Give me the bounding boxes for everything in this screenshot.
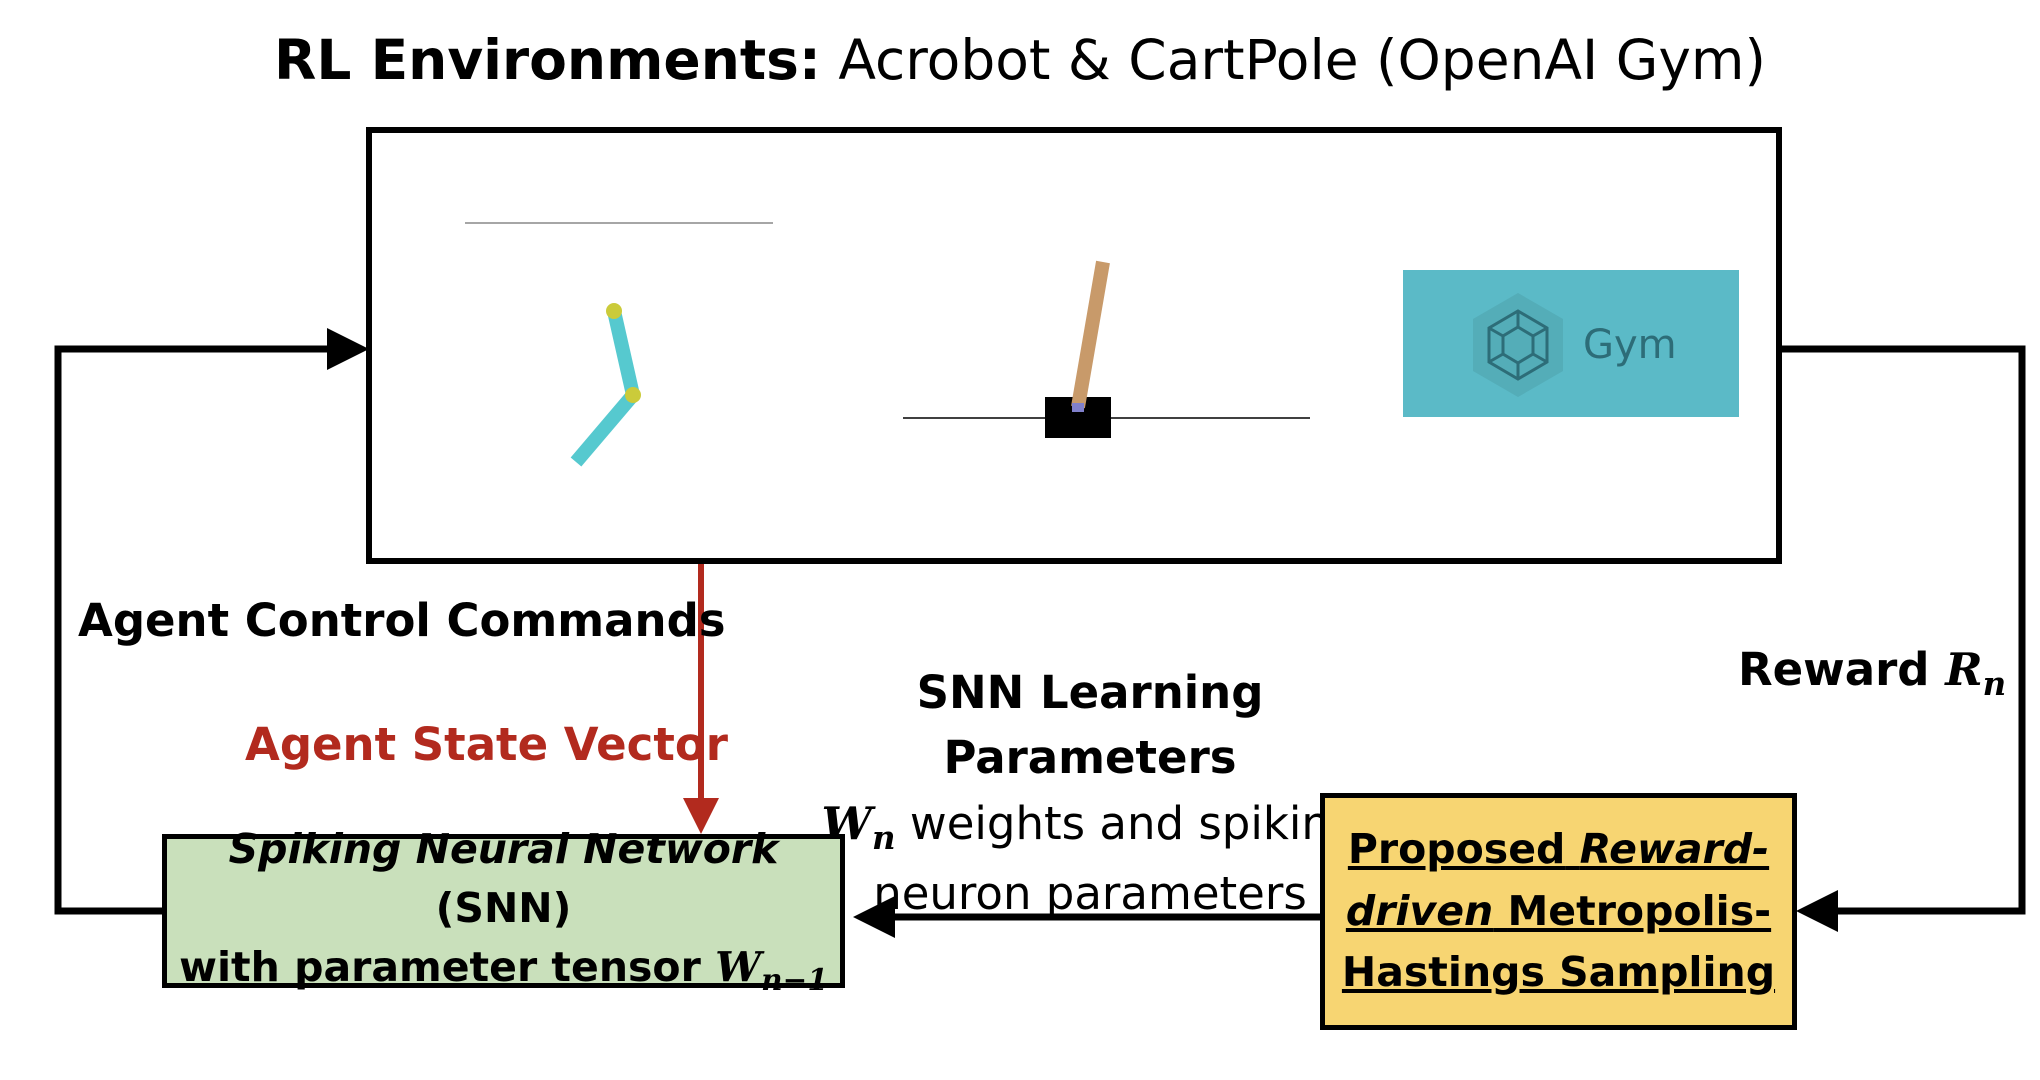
environment-box [366,127,1782,564]
reward-text: Reward [1738,643,1930,696]
mh-line3: Hastings Sampling [1341,948,1776,997]
title-rest: Acrobot & CartPole (OpenAI Gym) [838,28,1766,92]
diagram-title: RL Environments: Acrobot & CartPole (Ope… [0,28,2040,92]
param-tensor-symbol: Wn−1 [715,943,828,998]
gym-icon [1473,293,1563,397]
reward-arrow [1782,345,2026,932]
metropolis-hastings-box: Proposed Reward- driven Metropolis- Hast… [1320,793,1797,1030]
snn-params-heading: SNN Learning Parameters [916,666,1264,785]
agent-state-label: Agent State Vector [245,718,728,771]
acrobot-lower-link [570,390,639,467]
snn-box-line2: with parameter tensor Wn−1 [179,943,828,998]
acrobot-upper-link [607,309,640,397]
agent-control-label: Agent Control Commands [78,594,726,647]
cartpole-illustration [903,260,1310,438]
reward-symbol: Rn [1945,643,2007,703]
cartpole-axle [1072,403,1084,412]
snn-box-line1: Spiking Neural Network (SNN) [228,824,779,933]
title-bold: RL Environments: [274,28,821,92]
mh-line1: Proposed Reward- [1347,825,1770,874]
mh-line2: driven Metropolis- [1345,886,1772,935]
gym-logo [1403,270,1739,417]
acrobot-top-joint [606,303,622,319]
gym-logo-text: Gym [1583,322,1677,368]
reward-label: Reward Rn [1738,643,2006,703]
acrobot-illustration [465,222,773,467]
agent-control-arrow [54,328,369,915]
snn-learning-parameters: SNN Learning Parameters Wn weights and s… [780,660,1400,927]
acrobot-mid-joint [625,387,641,403]
snn-params-line2: Wn weights and spiking [821,796,1359,857]
snn-box: Spiking Neural Network (SNN) with parame… [162,825,845,998]
cartpole-pole [1071,260,1110,409]
snn-params-line3: neuron parameters [873,867,1307,921]
